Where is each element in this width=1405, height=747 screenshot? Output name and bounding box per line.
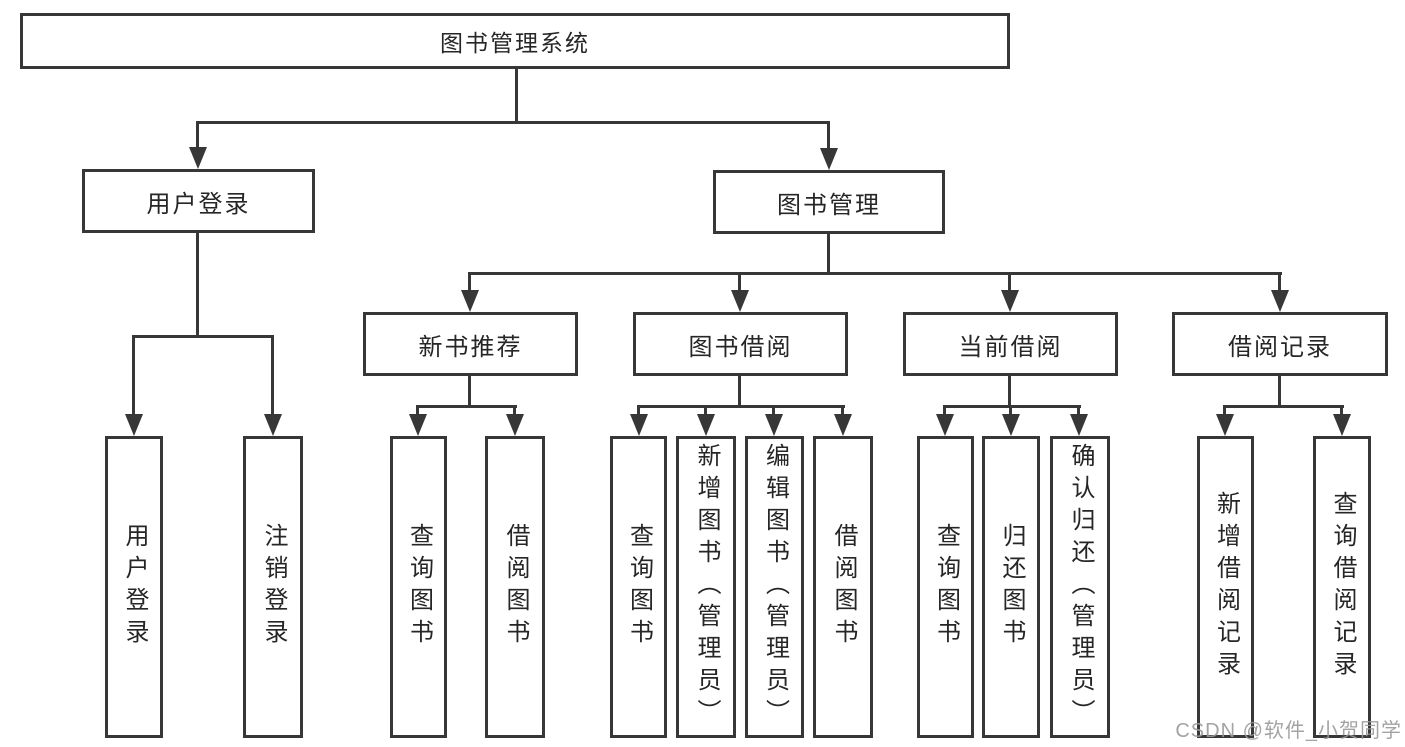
arrowhead [697,414,715,436]
connector-line [468,272,471,292]
leaf-edit-books-admin: 编辑图书（管理员） [745,436,804,738]
node-current-borrowing: 当前借阅 [903,312,1118,376]
node-root: 图书管理系统 [20,13,1010,69]
leaf-logout: 注销登录 [243,436,303,738]
node-user-login-label: 用户登录 [146,190,251,218]
node-new-book-recommendation: 新书推荐 [363,312,578,376]
leaf-add-borrow-record: 新增借阅记录 [1197,436,1254,738]
connector-line [943,405,946,416]
connector-line [417,405,517,408]
connector-line [1008,272,1011,292]
connector-line [738,272,741,292]
connector-line [637,405,640,416]
node-current-borrowing-label: 当前借阅 [958,333,1063,361]
arrowhead [125,414,143,436]
node-book-borrowing-label: 图书借阅 [688,333,793,361]
leaf-user-login-label: 用户登录 [121,523,148,651]
leaf-logout-label: 注销登录 [260,523,287,651]
arrowhead [1001,290,1019,312]
arrowhead [1216,414,1234,436]
connector-line [515,69,518,123]
leaf-add-books-admin-label: 新增图书（管理员） [693,443,720,731]
arrowhead [630,414,648,436]
arrowhead [1333,414,1351,436]
connector-line [1278,376,1281,408]
connector-line [841,405,844,416]
leaf-add-books-admin: 新增图书（管理员） [676,436,736,738]
watermark: CSDN @软件_小贺同学 [1175,720,1402,742]
connector-line [1223,405,1226,416]
connector-line [827,234,830,275]
node-book-borrowing: 图书借阅 [633,312,848,376]
arrowhead [189,147,207,169]
arrowhead [731,290,749,312]
connector-line [1224,405,1344,408]
arrowhead [834,414,852,436]
leaf-query-books-recommend: 查询图书 [390,436,447,738]
connector-line [416,405,419,416]
node-borrowing-records: 借阅记录 [1172,312,1388,376]
node-book-management-label: 图书管理 [777,191,881,219]
arrowhead [506,414,524,436]
node-new-book-recommendation-label: 新书推荐 [418,333,523,361]
node-user-login: 用户登录 [82,169,315,233]
leaf-borrow-books-label: 借阅图书 [830,523,857,651]
connector-line [513,405,516,416]
connector-line [1008,376,1011,408]
connector-line [944,405,1081,408]
arrowhead [1002,414,1020,436]
leaf-borrow-books-recommend-label: 借阅图书 [502,523,529,651]
connector-line [132,335,135,416]
leaf-query-borrow-record-label: 查询借阅记录 [1329,491,1356,683]
node-root-label: 图书管理系统 [440,30,590,56]
connector-line [468,376,471,408]
connector-line [704,405,707,416]
leaf-borrow-books: 借阅图书 [813,436,873,738]
connector-line [196,233,199,338]
connector-line [637,405,845,408]
connector-line [1077,405,1080,416]
arrowhead [461,290,479,312]
arrowhead [409,414,427,436]
connector-line [196,121,199,149]
leaf-query-books-borrow: 查询图书 [610,436,667,738]
arrowhead [264,414,282,436]
node-book-management: 图书管理 [713,170,945,234]
leaf-user-login: 用户登录 [105,436,163,738]
leaf-query-borrow-record: 查询借阅记录 [1313,436,1371,738]
connector-line [133,335,274,338]
arrowhead [765,414,783,436]
connector-line [197,121,830,124]
leaf-query-books-borrow-label: 查询图书 [625,523,653,651]
node-borrowing-records-label: 借阅记录 [1228,333,1332,361]
connector-line [1009,405,1012,416]
connector-line [271,335,274,416]
leaf-confirm-return-admin-label: 确认归还（管理员） [1067,443,1094,731]
leaf-query-books-current-label: 查询图书 [932,523,960,651]
connector-line [1278,272,1281,292]
leaf-return-books: 归还图书 [982,436,1040,738]
connector-line [772,405,775,416]
leaf-query-books-current: 查询图书 [917,436,974,738]
arrowhead [1070,414,1088,436]
leaf-edit-books-admin-label: 编辑图书（管理员） [761,443,789,731]
connector-line [468,272,1282,275]
connector-line [738,376,741,408]
connector-line [827,121,830,150]
leaf-add-borrow-record-label: 新增借阅记录 [1212,491,1240,683]
arrowhead [820,148,838,170]
leaf-query-books-recommend-label: 查询图书 [405,523,433,651]
leaf-confirm-return-admin: 确认归还（管理员） [1050,436,1110,738]
arrowhead [1271,290,1289,312]
leaf-borrow-books-recommend: 借阅图书 [485,436,545,738]
connector-line [1340,405,1343,416]
arrowhead [936,414,954,436]
leaf-return-books-label: 归还图书 [998,523,1025,651]
